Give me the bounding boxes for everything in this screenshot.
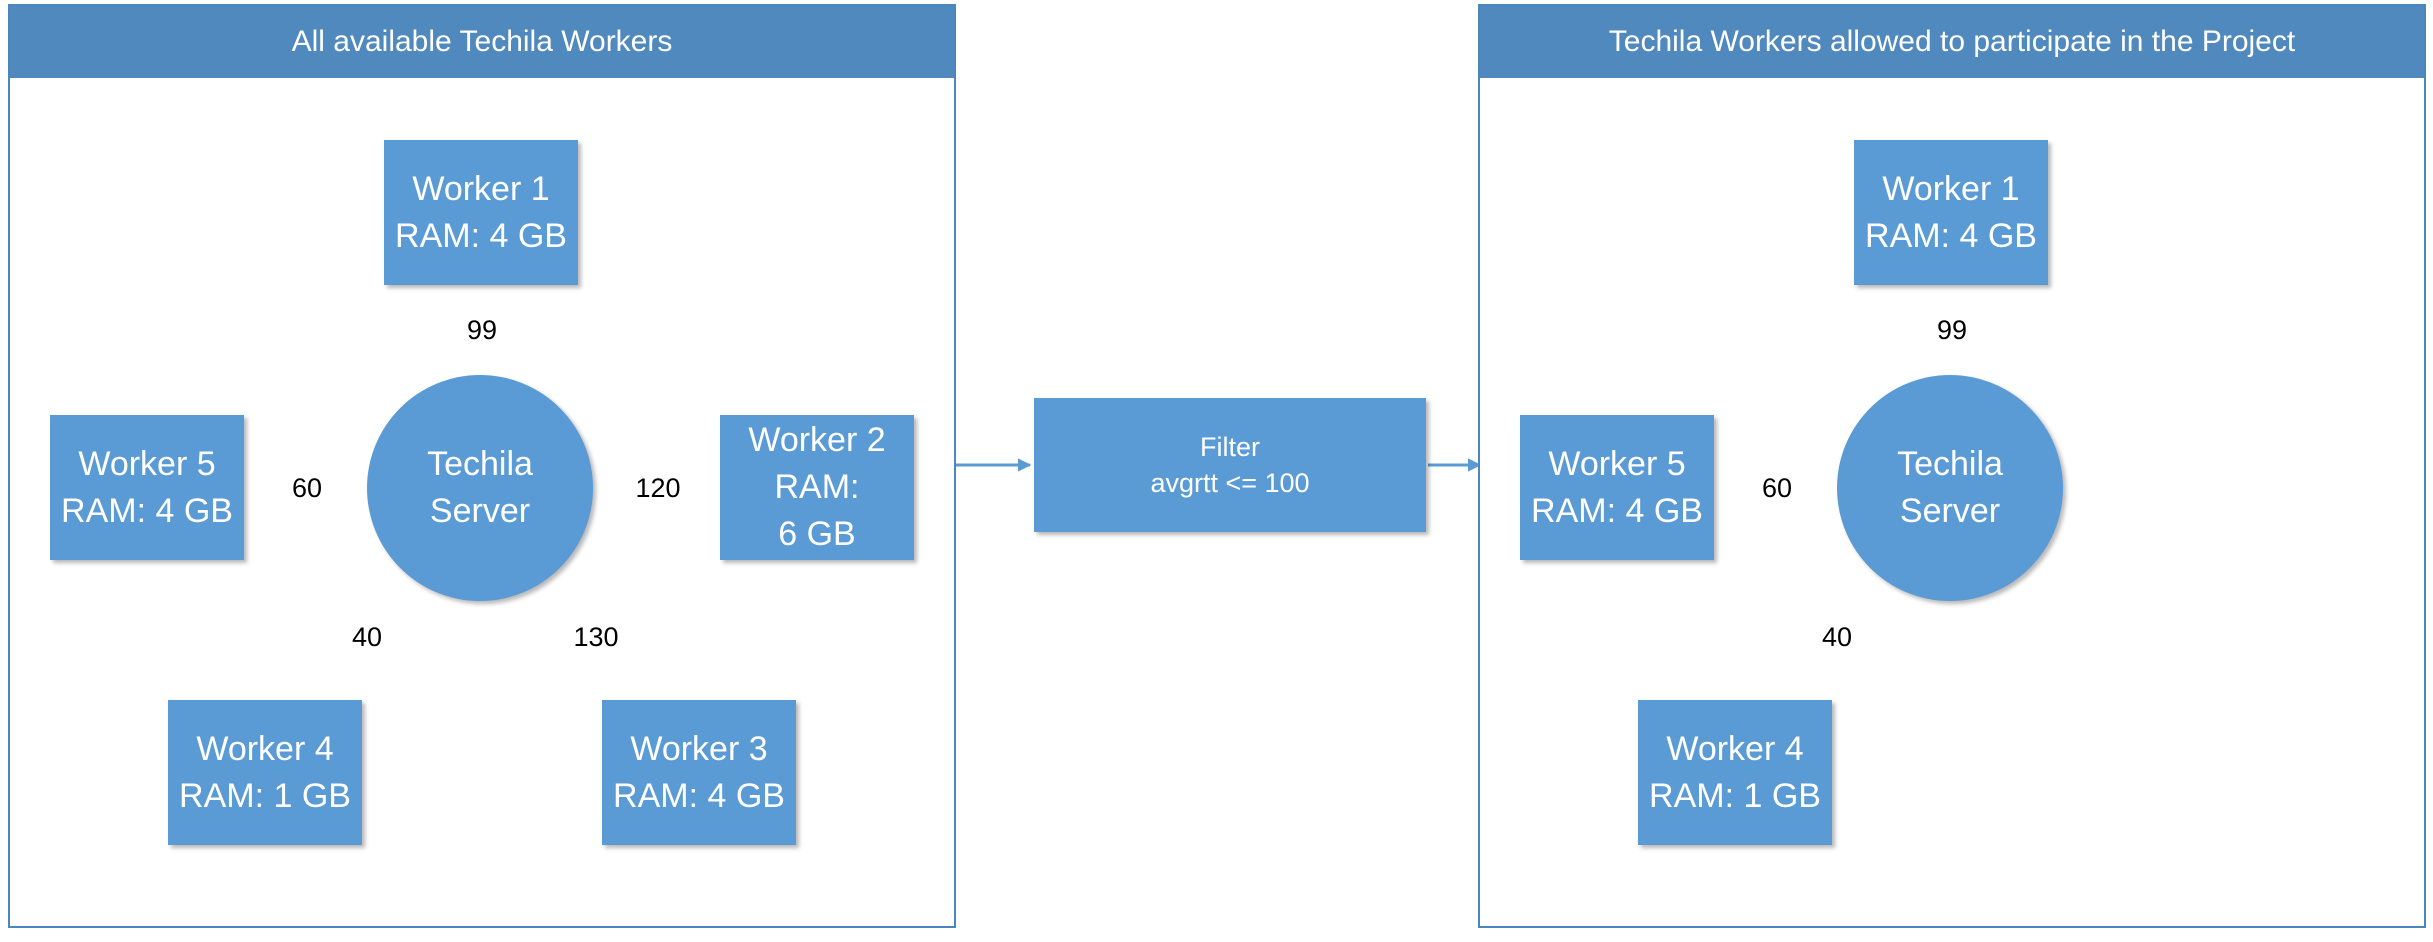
worker-1-node: Worker 1 RAM: 4 GB <box>384 140 578 285</box>
worker-ram: RAM: 4 GB <box>61 491 233 530</box>
latency-worker4-label: 40 <box>1817 622 1857 652</box>
worker-ram: RAM: 4 GB <box>1531 491 1703 530</box>
worker-5-node: Worker 5 RAM: 4 GB <box>1520 415 1714 560</box>
worker-name: Worker 1 <box>412 169 550 208</box>
worker-name: Worker 3 <box>630 729 768 768</box>
latency-worker5-label: 60 <box>1757 473 1797 503</box>
worker-ram: RAM: 4 GB <box>1865 216 2037 255</box>
worker-name: Worker 1 <box>1882 169 2020 208</box>
latency-worker2-label: 120 <box>631 473 685 503</box>
techila-server-node: Techila Server <box>1837 375 2063 601</box>
worker-4-node: Worker 4 RAM: 1 GB <box>168 700 362 845</box>
filter-node: Filter avgrtt <= 100 <box>1034 398 1426 532</box>
filter-condition: avgrtt <= 100 <box>1150 468 1310 498</box>
latency-worker3-label: 130 <box>569 622 623 652</box>
panel-title: All available Techila Workers <box>10 6 954 78</box>
server-line1: Techila <box>427 445 533 483</box>
latency-worker4-label: 40 <box>347 622 387 652</box>
worker-name: Worker 2 <box>748 421 886 459</box>
worker-1-node: Worker 1 RAM: 4 GB <box>1854 140 2048 285</box>
worker-name: Worker 5 <box>1548 444 1686 483</box>
worker-ram: RAM: 4 GB <box>395 216 567 255</box>
techila-server-node: Techila Server <box>367 375 593 601</box>
worker-5-node: Worker 5 RAM: 4 GB <box>50 415 244 560</box>
worker-ram: RAM: 4 GB <box>613 776 785 815</box>
worker-name: Worker 4 <box>196 729 334 768</box>
latency-worker5-label: 60 <box>287 473 327 503</box>
worker-ram: RAM: 1 GB <box>179 776 351 815</box>
worker-name: Worker 4 <box>1666 729 1804 768</box>
worker-ram-value: 6 GB <box>778 515 856 553</box>
server-line2: Server <box>429 492 531 530</box>
latency-worker1-label: 99 <box>1932 315 1972 345</box>
server-line2: Server <box>1899 492 2001 530</box>
worker-2-node: Worker 2 RAM: 6 GB <box>720 415 914 560</box>
server-line1: Techila <box>1897 445 2003 483</box>
worker-4-node: Worker 4 RAM: 1 GB <box>1638 700 1832 845</box>
filter-title: Filter <box>1200 432 1260 462</box>
worker-ram: RAM: 1 GB <box>1649 776 1821 815</box>
worker-name: Worker 5 <box>78 444 216 483</box>
worker-3-node: Worker 3 RAM: 4 GB <box>602 700 796 845</box>
latency-worker1-label: 99 <box>462 315 502 345</box>
panel-title: Techila Workers allowed to participate i… <box>1480 6 2424 78</box>
worker-ram: RAM: <box>774 468 860 506</box>
